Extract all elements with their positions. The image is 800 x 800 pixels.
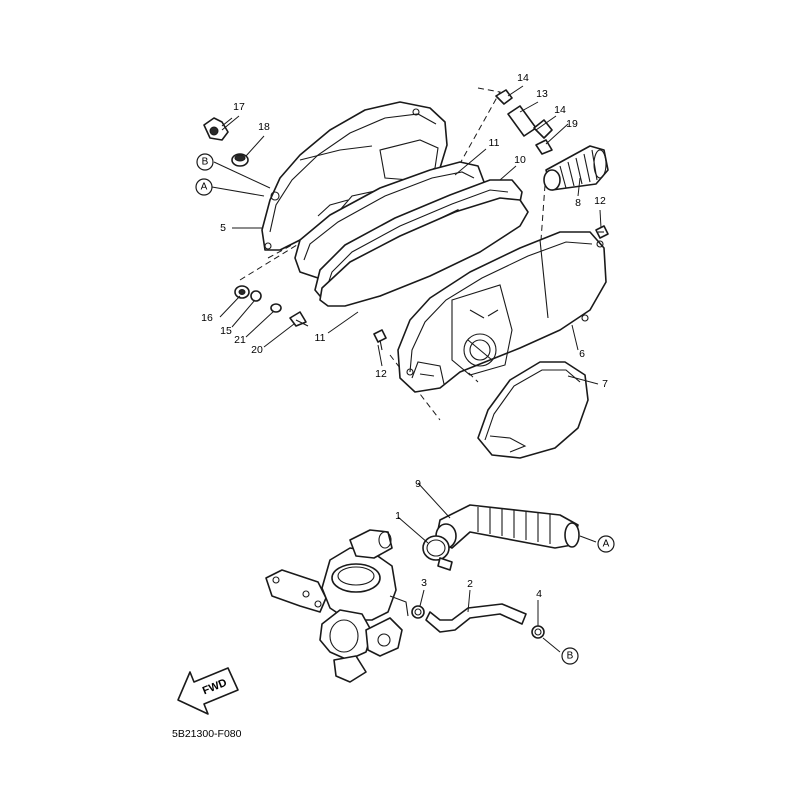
case-cover xyxy=(477,361,589,459)
gasket-lower xyxy=(319,197,529,307)
callout-8: 8 xyxy=(575,197,581,209)
callout-2: 2 xyxy=(467,578,473,590)
joint-hose xyxy=(435,504,580,549)
ref-marker-b-bottom: B xyxy=(561,647,579,665)
hose-clamp xyxy=(422,535,453,571)
callout-1: 1 xyxy=(395,510,401,522)
screw-lower xyxy=(373,329,387,351)
callout-15: 15 xyxy=(220,325,232,337)
callout-17: 17 xyxy=(233,101,245,113)
callout-7: 7 xyxy=(602,378,608,390)
callout-11-upper: 11 xyxy=(489,137,500,149)
callout-14-lower: 14 xyxy=(554,104,566,116)
callout-11-lower: 11 xyxy=(315,332,326,344)
ref-marker-a-top: A xyxy=(195,178,213,196)
callout-16: 16 xyxy=(201,312,213,324)
clip-4 xyxy=(531,625,545,639)
clip-3 xyxy=(411,605,425,619)
hose xyxy=(425,603,527,633)
callout-14-upper: 14 xyxy=(517,72,529,84)
callout-4: 4 xyxy=(536,588,542,600)
callout-labels: 17 18 5 14 13 14 19 11 10 8 12 16 15 21 … xyxy=(201,72,608,600)
callout-10: 10 xyxy=(514,154,526,166)
diagram-code: 5B21300-F080 xyxy=(172,728,242,740)
callout-19: 19 xyxy=(566,118,578,130)
callout-5: 5 xyxy=(220,222,226,234)
air-cleaner-case-cap xyxy=(261,101,448,251)
leader-lines xyxy=(211,85,602,653)
ref-marker-b-top: B xyxy=(196,153,214,171)
screw-upper xyxy=(595,225,609,239)
reference-markers: B A A B xyxy=(195,153,615,665)
intake-duct xyxy=(543,145,609,191)
callout-12-upper: 12 xyxy=(594,195,606,207)
ref-letter-a-top: A xyxy=(201,182,208,193)
ref-marker-a-bottom: A xyxy=(597,535,615,553)
joint-hose-ribs xyxy=(477,507,551,544)
air-cleaner-case xyxy=(397,231,607,393)
duct-ribs xyxy=(559,149,598,189)
fwd-arrow-icon: FWD xyxy=(177,667,239,715)
drain-screw xyxy=(203,117,233,141)
callout-20: 20 xyxy=(251,344,263,356)
ref-letter-b-top: B xyxy=(202,157,209,168)
callout-13: 13 xyxy=(536,88,548,100)
grommet-washer-bolt-set xyxy=(234,285,309,327)
callout-18: 18 xyxy=(258,121,270,133)
callout-21: 21 xyxy=(234,334,246,346)
callout-9: 9 xyxy=(415,478,421,490)
ref-letter-b-bottom: B xyxy=(567,651,574,662)
ref-letter-a-bottom: A xyxy=(603,539,610,550)
callout-6: 6 xyxy=(579,348,585,360)
check-cap xyxy=(231,153,249,167)
callout-12-lower: 12 xyxy=(375,368,387,380)
throttle-body xyxy=(265,529,409,683)
breather-hose-assembly xyxy=(495,89,553,155)
callout-3: 3 xyxy=(421,577,427,589)
